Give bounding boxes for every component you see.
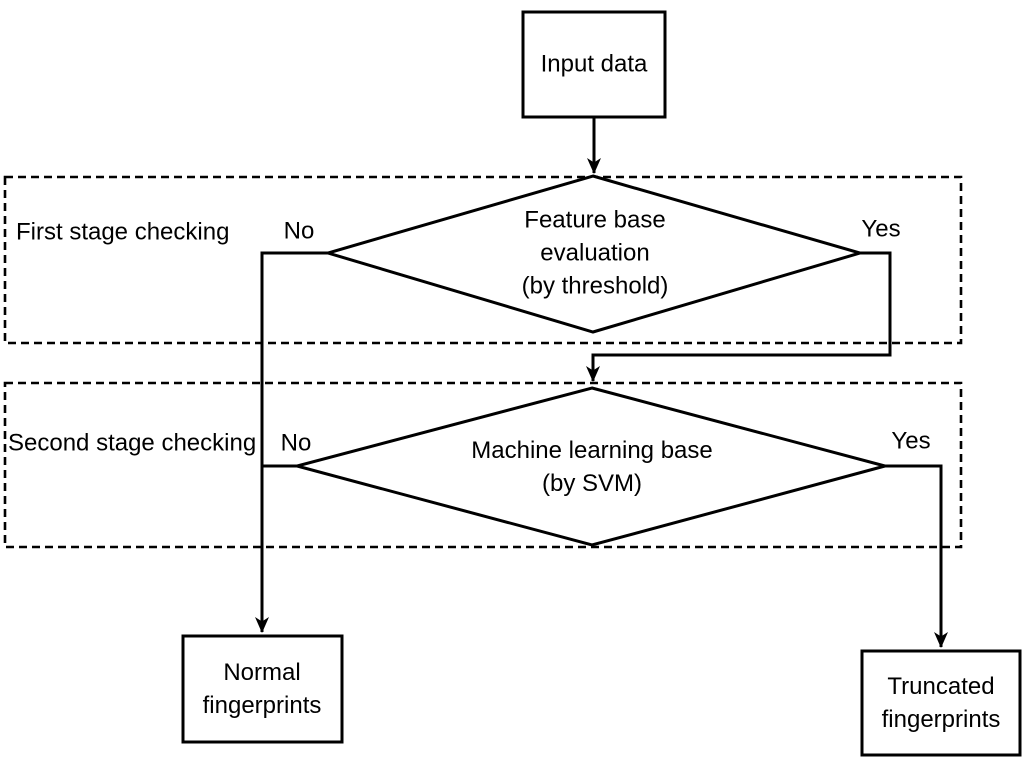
input-data-box (521, 10, 667, 119)
second-stage-label: Second stage checking (8, 429, 257, 457)
decision1-yes-label: Yes (861, 215, 901, 243)
normal-fingerprints-label: Normal fingerprints (202, 659, 322, 719)
input-data-label: Input data (540, 50, 648, 78)
decision1-diamond (322, 174, 866, 334)
decision2-yes-label: Yes (891, 427, 931, 455)
decision2-diamond (291, 386, 891, 547)
edge-decision1-yes (586, 251, 892, 382)
edge-decision1-no (255, 251, 330, 633)
first-stage-label: First stage checking (16, 218, 230, 246)
truncated-fingerprints-box (860, 649, 1022, 757)
first-stage-region (3, 175, 963, 345)
edge-decision2-yes (883, 464, 948, 648)
normal-fingerprints-box (181, 634, 344, 744)
truncated-fingerprints-label: Truncated fingerprints (881, 673, 1001, 733)
second-stage-region (3, 381, 963, 549)
decision1-no-label: No (283, 217, 315, 245)
decision2-label: Machine learning base (by SVM) (471, 437, 713, 497)
decision1-label: Feature base evaluation (by threshold) (521, 206, 669, 300)
decision2-no-label: No (280, 429, 312, 457)
